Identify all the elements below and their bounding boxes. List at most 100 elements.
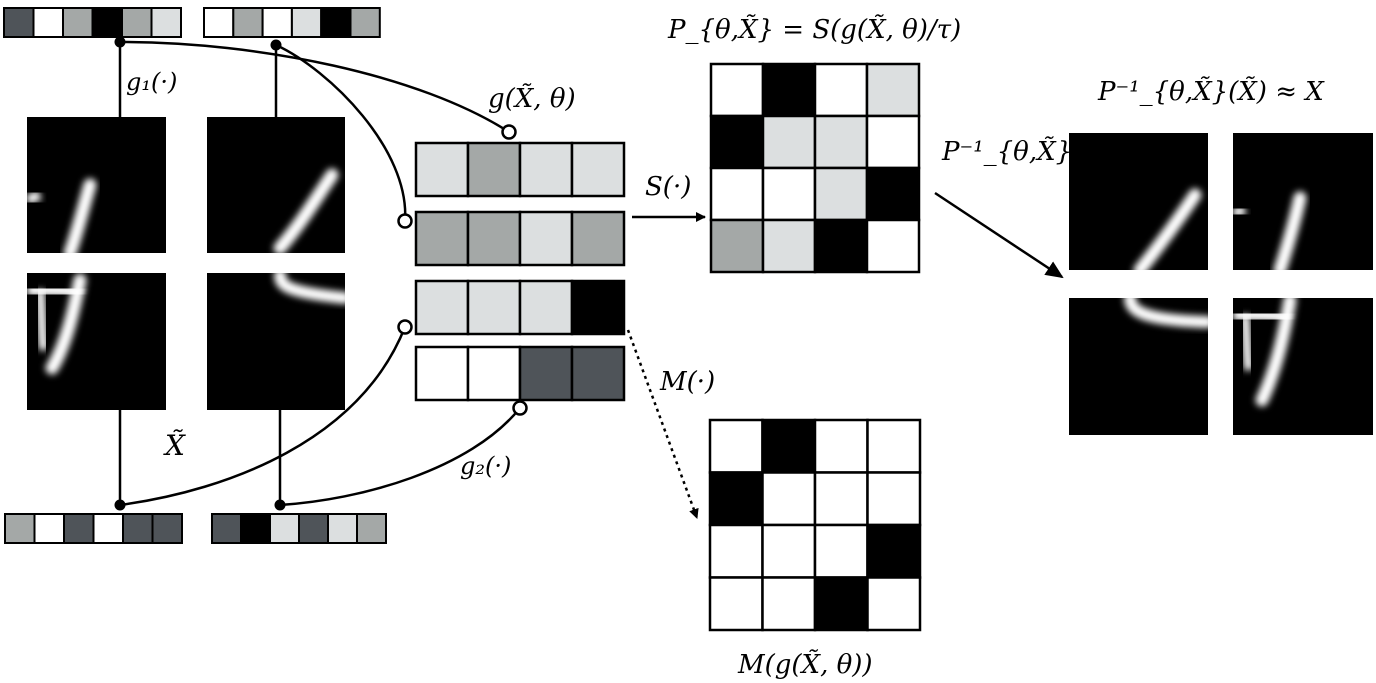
matrix-cell xyxy=(709,62,765,118)
score-cell xyxy=(570,141,626,198)
label-g-function: g(X̃, θ) xyxy=(488,83,576,114)
matrix-cell xyxy=(813,471,869,527)
matrix-cell xyxy=(708,523,764,579)
arrow-M xyxy=(626,329,699,519)
labels: g₁(·) g₂(·) g(X̃, θ) S(·) M(·) X̃ P_{θ,X… xyxy=(126,14,1325,680)
label-M-result: M(g(X̃, θ)) xyxy=(737,649,873,680)
vector-cell xyxy=(150,7,182,38)
vector-cell xyxy=(33,513,65,544)
token-vector-bottom-right xyxy=(211,513,387,544)
vector-cell xyxy=(32,7,64,38)
connectors xyxy=(118,40,1064,519)
vector-cell xyxy=(203,7,235,38)
node-g2-top xyxy=(270,39,282,51)
node-row3 xyxy=(397,319,413,335)
matrix-cell xyxy=(761,114,817,170)
patch-out-tl xyxy=(1069,133,1208,270)
patch-in-br xyxy=(207,273,345,410)
score-matrix-rows xyxy=(414,141,626,402)
matrix-cell xyxy=(866,523,922,579)
node-g1-bottom xyxy=(114,499,126,511)
hard-permutation-matrix-M xyxy=(708,418,922,632)
matrix-cell xyxy=(865,218,921,274)
score-cell xyxy=(414,141,470,198)
matrix-cell xyxy=(813,114,869,170)
node-row4 xyxy=(512,400,528,416)
patch-in-tr xyxy=(207,117,345,253)
vector-cell xyxy=(91,7,123,38)
score-cell xyxy=(466,141,522,198)
matrix-cell xyxy=(708,471,764,527)
vector-cell xyxy=(261,7,293,38)
matrix-cell xyxy=(709,166,765,222)
label-S: S(·) xyxy=(645,172,691,202)
vector-cell xyxy=(327,513,358,544)
label-M: M(·) xyxy=(659,367,715,397)
score-cell xyxy=(414,279,470,336)
permutation-matrix-P xyxy=(709,62,921,274)
matrix-cell xyxy=(761,576,817,632)
vector-cell xyxy=(269,513,300,544)
matrix-cell xyxy=(865,166,921,222)
matrix-cell xyxy=(813,166,869,222)
score-cell xyxy=(570,279,626,336)
vector-cell xyxy=(298,513,329,544)
score-cell xyxy=(466,279,522,336)
output-patches xyxy=(1069,133,1373,435)
matrix-cell xyxy=(813,218,869,274)
matrix-cell xyxy=(708,576,764,632)
matrix-cell xyxy=(709,218,765,274)
matrix-cell xyxy=(761,218,817,274)
matrix-cell xyxy=(865,114,921,170)
curve-bl-to-row3 xyxy=(119,326,407,507)
patch-in-bl xyxy=(27,273,166,410)
score-cell xyxy=(518,210,574,267)
patch-in-tl xyxy=(27,117,166,253)
label-P-definition: P_{θ,X̃} = S(g(X̃, θ)/τ) xyxy=(667,14,961,45)
matrix-cell xyxy=(865,62,921,118)
score-cell xyxy=(518,345,574,402)
label-g2: g₂(·) xyxy=(460,452,511,480)
node-row2 xyxy=(397,213,413,229)
vector-cell xyxy=(290,7,323,38)
matrix-cell xyxy=(761,166,817,222)
token-vector-top-left xyxy=(3,7,182,38)
matrix-cell xyxy=(761,62,817,118)
label-g1: g₁(·) xyxy=(126,68,177,96)
curve-tr-to-row2 xyxy=(275,43,407,222)
matrix-cell xyxy=(761,418,817,474)
vector-cell xyxy=(62,7,94,38)
label-P-inverse-op: P⁻¹_{θ,X̃}(·) xyxy=(941,136,1101,167)
patch-out-br xyxy=(1233,298,1373,435)
matrix-cell xyxy=(708,418,764,474)
vector-cell xyxy=(151,513,183,544)
arrow-Pinv xyxy=(934,191,1064,279)
score-cell xyxy=(570,210,626,267)
matrix-cell xyxy=(813,576,869,632)
score-cell xyxy=(518,279,574,336)
connector-nodes xyxy=(114,36,528,511)
matrix-cell xyxy=(866,471,922,527)
vector-cell xyxy=(356,513,387,544)
token-vector-top-right xyxy=(203,7,381,38)
patch-out-tr xyxy=(1233,133,1373,270)
matrix-cell xyxy=(813,523,869,579)
matrix-cell xyxy=(761,523,817,579)
input-patches xyxy=(27,117,345,410)
vector-cell xyxy=(232,7,264,38)
score-cell xyxy=(466,210,522,267)
vector-cell xyxy=(240,513,271,544)
node-g1-top xyxy=(114,36,126,48)
matrix-cell xyxy=(866,576,922,632)
matrix-cell xyxy=(709,114,765,170)
matrix-cell xyxy=(813,418,869,474)
matrix-cell xyxy=(813,62,869,118)
vector-cell xyxy=(211,513,242,544)
score-cell xyxy=(414,210,470,267)
vector-cell xyxy=(92,513,124,544)
vector-cell xyxy=(3,7,35,38)
vector-cell xyxy=(121,7,153,38)
vector-cell xyxy=(4,513,36,544)
